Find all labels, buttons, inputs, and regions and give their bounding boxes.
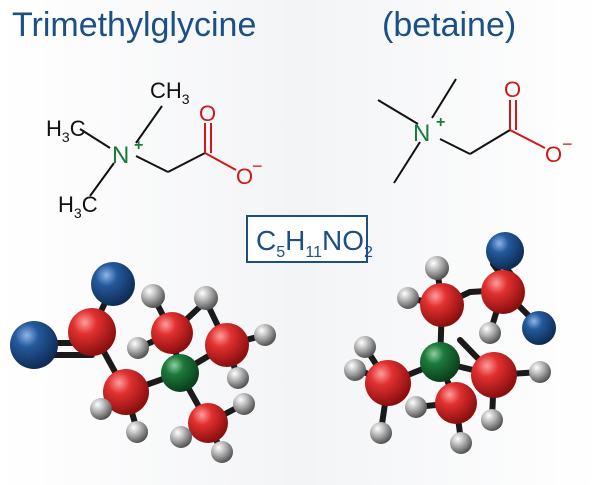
oxygen-atom — [522, 311, 556, 345]
hydrogen-atom — [126, 421, 148, 443]
hydrogen-atom — [370, 422, 392, 444]
oxygen-charge: − — [252, 156, 263, 176]
bond-n-ch2 — [135, 155, 169, 173]
hydrogen-atom — [194, 286, 218, 310]
hydrogen-atom — [479, 322, 501, 344]
methyl-left-label: H3C — [46, 116, 86, 145]
hydrogen-atom — [529, 361, 551, 383]
hydrogen-atom — [481, 409, 503, 431]
hydrogen-atom — [141, 284, 165, 308]
oxygen-double-label: O — [199, 101, 216, 126]
oxygen-single-label: O — [236, 164, 253, 189]
oxygen-atom — [91, 262, 135, 306]
bond-n-methyl-top — [135, 105, 163, 144]
nitrogen-atom — [420, 342, 460, 382]
nitrogen-label-right: N — [413, 120, 430, 147]
left-structural-formula — [79, 105, 237, 197]
carbon-atom — [103, 369, 149, 415]
oxygen-atom — [10, 321, 58, 369]
bond-n-ch2 — [439, 138, 471, 155]
bond-n-methyl-bottom — [89, 162, 115, 197]
nitrogen-charge-right: + — [436, 114, 445, 131]
hydrogen-atom — [354, 336, 376, 358]
hydrogen-atom — [344, 359, 366, 381]
carbon-atom — [420, 283, 464, 327]
oxygen-atom — [486, 232, 524, 270]
molecular-formula: C5H11NO2 — [256, 225, 373, 261]
methyl-top-label: CH3 — [150, 78, 190, 107]
right-structural-formula — [377, 78, 546, 184]
nitrogen-atom — [161, 354, 199, 392]
hydrogen-atom — [90, 398, 112, 420]
bond-ch2-c — [469, 129, 511, 155]
hydrogen-atom — [227, 367, 249, 389]
hydrogen-atom — [425, 256, 449, 280]
hydrogen-atom — [170, 426, 192, 448]
methyl-bottom-label: H3C — [58, 192, 98, 221]
hydrogen-atom — [405, 396, 427, 418]
carbon-atom — [481, 270, 525, 314]
right-ball-and-stick-model — [344, 232, 556, 454]
bond-c-o-single — [509, 129, 546, 149]
bond-c-o-single — [204, 152, 237, 171]
hydrogen-atom — [211, 441, 233, 463]
carbon-atom — [188, 403, 228, 443]
carbon-atom — [205, 323, 249, 367]
bond-n-methyl-2 — [431, 78, 457, 119]
oxygen-charge-right: − — [562, 134, 573, 154]
carbon-atom — [435, 382, 477, 424]
oxygen-single-label-right: O — [545, 142, 562, 167]
carbon-atom — [68, 308, 116, 356]
carbon-atom — [471, 352, 517, 398]
bond-n-methyl-left — [79, 128, 111, 149]
bond-ch2-c — [167, 152, 206, 173]
carbon-atom — [151, 312, 193, 354]
nitrogen-label: N — [112, 142, 129, 169]
hydrogen-atom — [397, 287, 419, 309]
molecular-formula-box — [246, 215, 368, 263]
hydrogen-atom — [254, 324, 276, 346]
carbon-atom — [365, 360, 411, 406]
subtitle: (betaine) — [382, 6, 517, 44]
left-ball-and-stick-model — [10, 262, 276, 463]
bond-n-methyl-1 — [377, 99, 419, 125]
hydrogen-atom — [233, 393, 255, 415]
nitrogen-charge: + — [134, 137, 143, 154]
oxygen-double-label-right: O — [504, 77, 521, 102]
hydrogen-atom — [450, 432, 472, 454]
bond-n-methyl-3 — [393, 141, 421, 184]
title: Trimethylglycine — [12, 6, 257, 44]
hydrogen-atom — [127, 337, 149, 359]
